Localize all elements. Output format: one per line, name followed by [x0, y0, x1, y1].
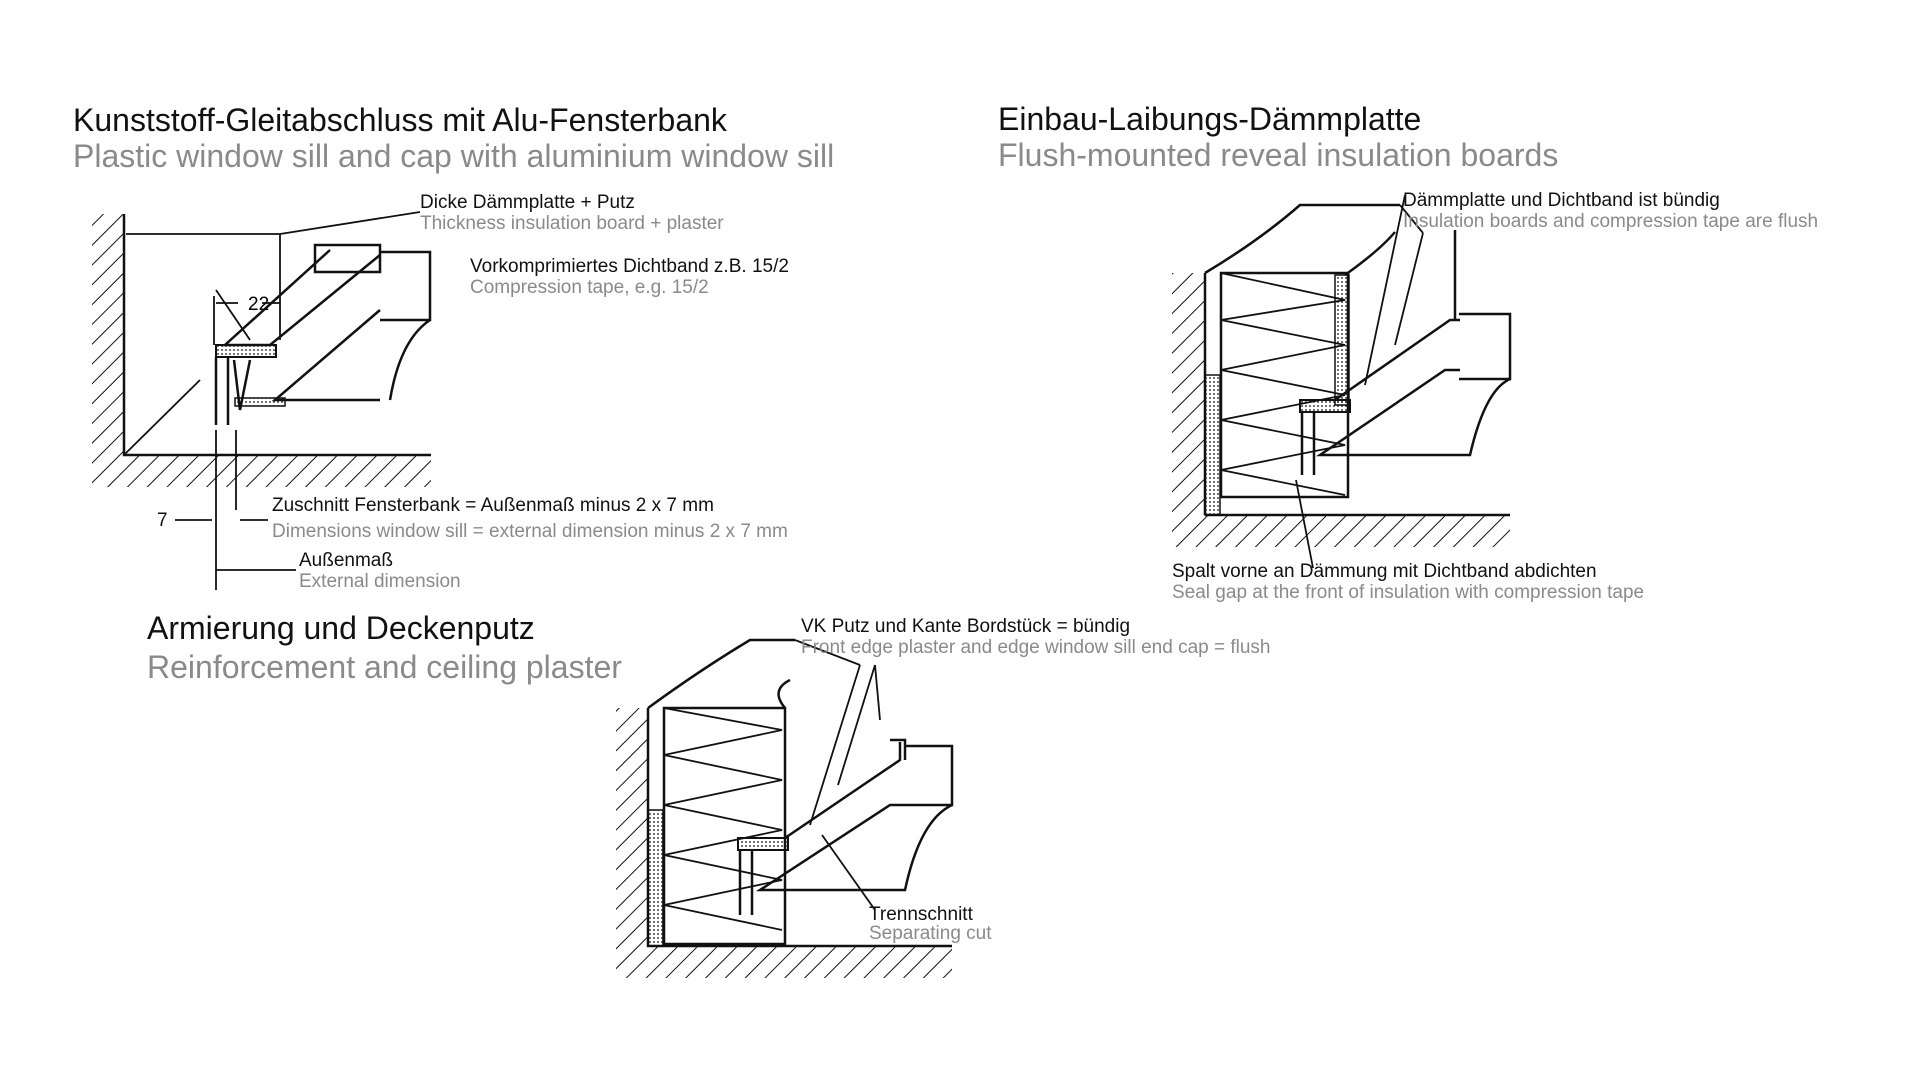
label-external-dimension-de: Außenmaß: [299, 550, 393, 571]
label-flush-en: Insulation boards and compression tape a…: [1403, 211, 1819, 232]
drawing-reveal-insulation: [1172, 194, 1512, 569]
panel2-title-en: Flush-mounted reveal insulation boards: [998, 137, 1559, 173]
label-separating-cut-de: Trennschnitt: [869, 904, 973, 925]
label-compression-tape-en: Compression tape, e.g. 15/2: [470, 277, 709, 298]
drawing-sill-cap: 22: [92, 211, 432, 590]
label-sill-cut-en: Dimensions window sill = external dimens…: [272, 521, 788, 542]
panel1-title-de: Kunststoff-Gleitabschluss mit Alu-Fenste…: [73, 102, 727, 138]
panel3-title-de: Armierung und Deckenputz: [147, 610, 535, 646]
dimension-22: 22: [248, 294, 269, 315]
panel2-title-de: Einbau-Laibungs-Dämmplatte: [998, 101, 1422, 137]
label-plaster-flush-en: Front edge plaster and edge window sill …: [801, 637, 1271, 658]
label-compression-tape-de: Vorkomprimiertes Dichtband z.B. 15/2: [470, 256, 789, 277]
label-flush-de: Dämmplatte und Dichtband ist bündig: [1403, 190, 1720, 211]
panel3-title-en: Reinforcement and ceiling plaster: [147, 649, 622, 685]
dimension-7: 7: [157, 510, 168, 531]
panel1-title-en: Plastic window sill and cap with alumini…: [73, 138, 835, 174]
label-separating-cut-en: Separating cut: [869, 923, 992, 944]
label-seal-gap-en: Seal gap at the front of insulation with…: [1172, 582, 1645, 603]
label-insulation-thickness-de: Dicke Dämmplatte + Putz: [420, 192, 635, 213]
label-sill-cut-de: Zuschnitt Fensterbank = Außenmaß minus 2…: [272, 495, 714, 516]
label-plaster-flush-de: VK Putz und Kante Bordstück = bündig: [801, 616, 1131, 637]
drawing-reinforcement-plaster: [616, 638, 954, 978]
label-external-dimension-en: External dimension: [299, 571, 461, 592]
label-seal-gap-de: Spalt vorne an Dämmung mit Dichtband abd…: [1172, 561, 1597, 582]
label-insulation-thickness-en: Thickness insulation board + plaster: [420, 213, 724, 234]
